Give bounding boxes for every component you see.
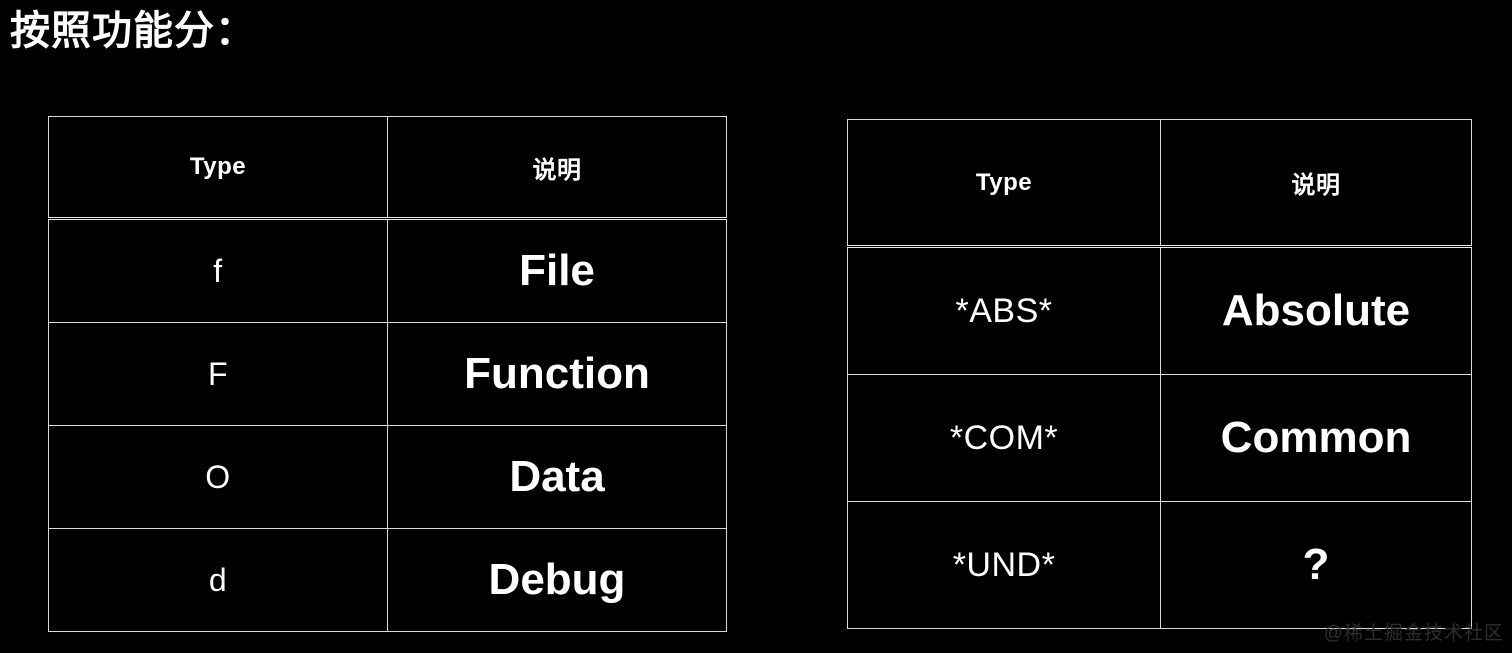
cell-description: Debug: [387, 528, 727, 632]
column-header-description: 说明: [387, 116, 727, 220]
cell-description: Function: [387, 322, 727, 426]
table-row: d Debug: [48, 528, 727, 632]
cell-description: ?: [1160, 501, 1472, 629]
cell-description: Absolute: [1160, 246, 1472, 375]
table-row: f File: [48, 218, 727, 323]
column-header-type: Type: [847, 119, 1161, 248]
cell-type: d: [48, 528, 388, 632]
cell-description: Common: [1160, 374, 1472, 502]
table-row: *COM* Common: [847, 374, 1472, 502]
cell-type: *COM*: [847, 374, 1161, 502]
symbol-type-table-right: Type 说明 *ABS* Absolute *COM* Common *UND…: [847, 119, 1472, 629]
cell-type: F: [48, 322, 388, 426]
cell-type: O: [48, 425, 388, 529]
cell-type: *ABS*: [847, 246, 1161, 375]
page-title: 按照功能分：: [10, 9, 256, 53]
cell-type: *UND*: [847, 501, 1161, 629]
table-row: F Function: [48, 322, 727, 426]
table-header-row: Type 说明: [48, 116, 727, 220]
table-header-row: Type 说明: [847, 119, 1472, 248]
column-header-description: 说明: [1160, 119, 1472, 248]
symbol-type-table-left: Type 说明 f File F Function O Data d Debug: [48, 116, 727, 632]
column-header-type: Type: [48, 116, 388, 220]
table-row: O Data: [48, 425, 727, 529]
cell-description: File: [387, 218, 727, 323]
cell-type: f: [48, 218, 388, 323]
table-row: *UND* ?: [847, 501, 1472, 629]
cell-description: Data: [387, 425, 727, 529]
table-row: *ABS* Absolute: [847, 246, 1472, 375]
